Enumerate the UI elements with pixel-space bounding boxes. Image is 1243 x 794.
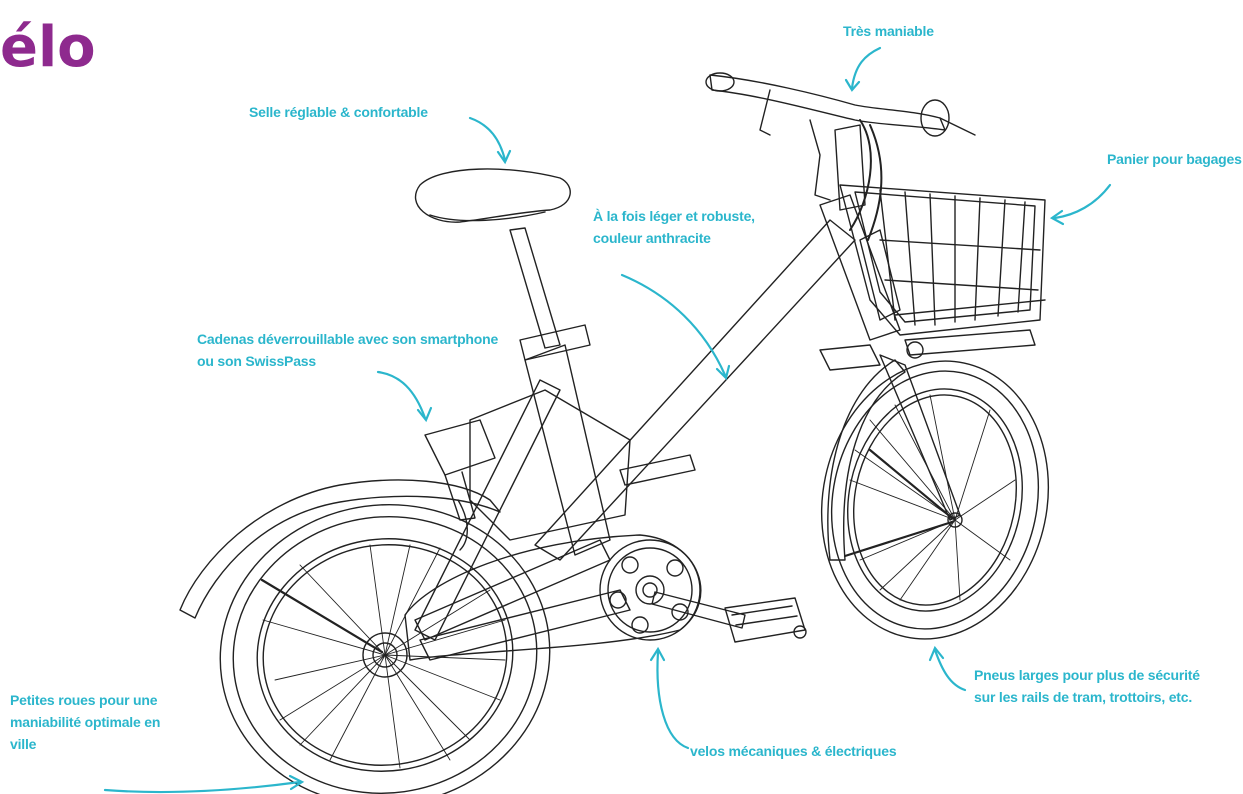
- callout-saddle-line-1: Selle réglable & confortable: [249, 104, 428, 120]
- callout-types-line-1: velos mécaniques & électriques: [690, 743, 897, 759]
- callout-lock: Cadenas déverrouillable avec son smartph…: [197, 328, 498, 372]
- callout-basket: Panier pour bagages: [1107, 148, 1242, 170]
- arrow-basket: [1049, 183, 1112, 226]
- arrow-handling: [844, 46, 882, 92]
- saddle: [414, 168, 571, 223]
- pedal: [724, 597, 806, 643]
- arrow-types: [649, 646, 690, 750]
- callout-types: velos mécaniques & électriques: [690, 740, 897, 762]
- callout-tyres: Pneus larges pour plus de sécurité sur l…: [974, 664, 1200, 708]
- bicycle-drawing: [179, 72, 1050, 794]
- lock: [424, 419, 496, 476]
- callout-lock-line-1: Cadenas déverrouillable avec son smartph…: [197, 331, 499, 347]
- handlebar: [709, 74, 946, 131]
- callout-tyres-line-2: sur les rails de tram, trottoirs, etc.: [974, 689, 1193, 705]
- front-wheel: [820, 360, 1050, 640]
- arrow-frame: [620, 273, 731, 381]
- front-mudguard: [827, 359, 906, 561]
- basket: [839, 184, 1046, 356]
- callout-tyres-line-1: Pneus larges pour plus de sécurité: [974, 667, 1200, 683]
- callout-saddle: Selle réglable & confortable: [249, 101, 428, 123]
- callout-frame-line-1: À la fois léger et robuste,: [593, 208, 755, 224]
- callout-wheels-line-2: maniabilité optimale en: [10, 714, 161, 730]
- callout-basket-line-1: Panier pour bagages: [1107, 151, 1242, 167]
- arrow-lock: [376, 370, 433, 423]
- callout-wheels-line-3: ville: [10, 736, 37, 752]
- callout-frame-line-2: couleur anthracite: [593, 230, 711, 246]
- callout-handling-line-1: Très maniable: [843, 23, 934, 39]
- head-tube: [819, 194, 901, 341]
- callout-lock-line-2: ou son SwissPass: [197, 353, 316, 369]
- page-title: élo: [0, 15, 96, 80]
- arrow-saddle: [468, 116, 512, 165]
- callout-frame: À la fois léger et robuste, couleur anth…: [593, 205, 755, 249]
- rear-mudguard: [179, 479, 501, 619]
- seatpost: [509, 227, 561, 349]
- callout-handling: Très maniable: [843, 20, 934, 42]
- frame-seat-tube: [524, 344, 611, 556]
- chainring: [599, 539, 701, 641]
- arrow-tyres: [928, 645, 967, 692]
- arrow-wheels: [103, 774, 305, 794]
- callout-wheels-line-1: Petites roues pour une: [10, 692, 158, 708]
- callout-arrows: [103, 46, 1112, 794]
- callout-wheels: Petites roues pour une maniabilité optim…: [10, 689, 160, 755]
- frame-down-tube: [534, 219, 856, 561]
